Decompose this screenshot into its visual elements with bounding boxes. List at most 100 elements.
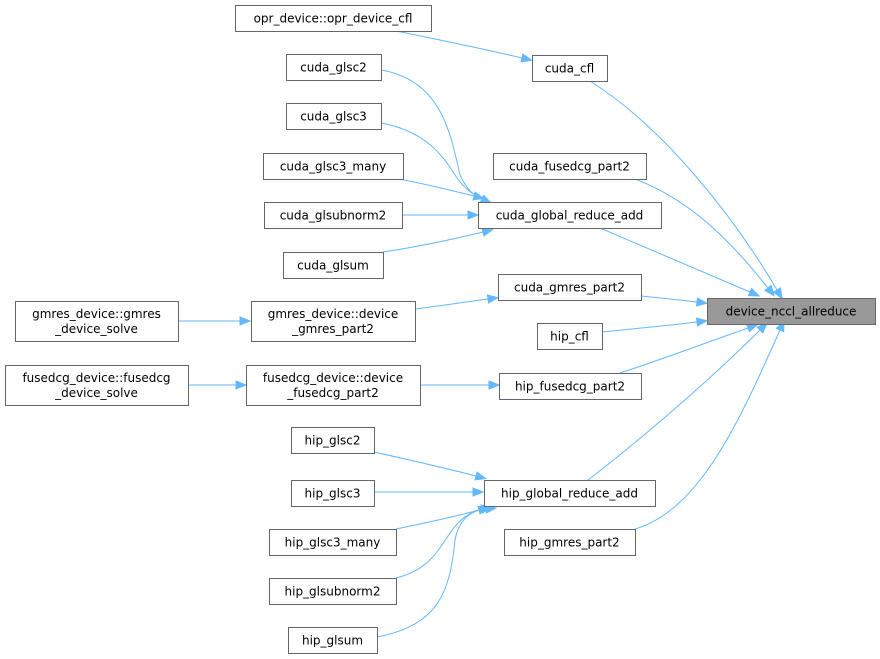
arrowhead-icon: [763, 284, 776, 297]
node-hip-gmres-part2[interactable]: hip_gmres_part2: [504, 529, 636, 556]
node-hip-glsubnorm2[interactable]: hip_glsubnorm2: [269, 578, 397, 605]
arrowhead-icon: [467, 210, 480, 220]
node-label: fusedcg_device::device: [263, 371, 403, 385]
edge-line: [395, 30, 523, 59]
arrowhead-icon: [520, 53, 534, 63]
node-box: [235, 5, 432, 32]
node-hip-fusedcg-part2[interactable]: hip_fusedcg_part2: [499, 373, 642, 400]
node-label: cuda_glsum: [297, 259, 369, 273]
node-label: opr_device::opr_device_cfl: [254, 12, 413, 26]
edge-line: [640, 295, 698, 303]
node-box: [286, 54, 382, 81]
node-label: _device_solve: [54, 322, 138, 336]
edge-hip_gmres_part2-to-root: [634, 319, 785, 530]
node-hip-glsc3[interactable]: hip_glsc3: [291, 480, 375, 507]
edge-hip_glsc2-to-hip_global_reduce_add: [373, 451, 487, 481]
node-cuda-global-reduce-add[interactable]: cuda_global_reduce_add: [478, 202, 662, 229]
edge-cuda_fusedcg_part2-to-root: [634, 178, 776, 297]
node-box: [499, 373, 642, 400]
node-box: [246, 365, 421, 406]
arrowhead-icon: [481, 227, 495, 237]
node-gmres-solve[interactable]: gmres_device::gmres_device_solve: [15, 301, 179, 342]
node-hip-glsc3-many[interactable]: hip_glsc3_many: [269, 529, 397, 556]
arrowhead-icon: [235, 380, 248, 390]
arrowhead-icon: [472, 191, 486, 201]
node-fusedcg-solve[interactable]: fusedcg_device::fusedcg_device_solve: [5, 365, 189, 406]
node-hip-global-reduce-add[interactable]: hip_global_reduce_add: [484, 480, 656, 507]
node-cuda-fusedcg-part2[interactable]: cuda_fusedcg_part2: [493, 153, 647, 180]
edge-line: [634, 178, 769, 289]
node-cuda-cfl[interactable]: cuda_cfl: [532, 55, 608, 82]
node-cuda-glsum[interactable]: cuda_glsum: [283, 252, 384, 279]
node-label: gmres_device::device: [268, 307, 399, 321]
node-box: [498, 274, 642, 301]
node-opr-cfl[interactable]: opr_device::opr_device_cfl: [235, 5, 432, 32]
node-label: hip_gmres_part2: [519, 536, 619, 550]
edge-line: [634, 329, 781, 530]
node-box: [291, 427, 375, 454]
node-label: cuda_glsc3_many: [280, 160, 386, 174]
node-label: gmres_device::gmres: [32, 307, 161, 321]
node-label: _device_solve: [54, 386, 138, 400]
node-label: cuda_cfl: [545, 62, 594, 76]
node-box: [504, 529, 636, 556]
node-box: [484, 480, 656, 507]
node-box: [493, 153, 647, 180]
edge-line: [373, 451, 477, 477]
node-root[interactable]: device_nccl_allreduce: [707, 298, 876, 325]
node-cuda-glsc3-many[interactable]: cuda_glsc3_many: [263, 153, 404, 180]
node-label: hip_fusedcg_part2: [515, 380, 625, 394]
edge-gmres_part2-to-cuda_gmres_part2: [414, 294, 500, 310]
node-box: [283, 252, 384, 279]
edge-cuda_glsubnorm2-to-cuda_global_reduce_add: [402, 210, 480, 220]
node-label: hip_glsc3: [305, 487, 361, 501]
edge-line: [382, 231, 484, 253]
node-fusedcg-part2[interactable]: fusedcg_device::device_fusedcg_part2: [246, 365, 421, 406]
node-cuda-glsubnorm2[interactable]: cuda_glsubnorm2: [264, 202, 403, 229]
edge-cuda_cfl-to-root: [589, 80, 783, 300]
node-hip-cfl[interactable]: hip_cfl: [537, 323, 603, 350]
node-box: [269, 529, 397, 556]
edge-line: [619, 327, 749, 374]
node-label: hip_cfl: [550, 330, 589, 344]
arrowhead-icon: [488, 380, 501, 390]
edge-fusedcg_solve-to-fusedcg_part2: [188, 380, 248, 390]
node-gmres-part2[interactable]: gmres_device::device_gmres_part2: [251, 301, 416, 342]
node-cuda-glsc3[interactable]: cuda_glsc3: [286, 103, 382, 130]
edges-layer: [178, 30, 785, 638]
node-box: [291, 480, 375, 507]
node-box: [707, 298, 876, 325]
edge-hip_glsc3_many-to-hip_global_reduce_add: [395, 505, 490, 530]
edge-cuda_global_reduce_add-to-root: [599, 227, 761, 297]
edge-hip_glsc3-to-hip_global_reduce_add: [373, 487, 485, 497]
node-label: hip_glsc3_many: [285, 536, 381, 550]
arrowhead-icon: [472, 487, 485, 497]
arrowhead-icon: [474, 471, 487, 481]
edge-hip_glsubnorm2-to-hip_global_reduce_add: [395, 504, 493, 579]
edge-line: [589, 80, 778, 291]
node-hip-glsc2[interactable]: hip_glsc2: [291, 427, 375, 454]
arrowhead-icon: [747, 287, 761, 297]
arrowhead-icon: [239, 316, 252, 326]
edge-fusedcg_part2-to-hip_fusedcg_part2: [420, 380, 501, 390]
edge-cuda_glsum-to-cuda_global_reduce_add: [382, 227, 495, 253]
node-label: cuda_glsc2: [300, 61, 367, 75]
node-label: cuda_global_reduce_add: [496, 209, 644, 223]
node-label: fusedcg_device::fusedcg: [22, 371, 170, 385]
node-box: [286, 103, 382, 130]
edge-opr_cfl-to-cuda_cfl: [395, 30, 534, 63]
node-label: cuda_fusedcg_part2: [509, 160, 630, 174]
node-box: [478, 202, 662, 229]
edge-hip_glsum-to-hip_global_reduce_add: [376, 504, 498, 638]
node-label: hip_glsum: [302, 634, 363, 648]
node-label: cuda_gmres_part2: [514, 281, 625, 295]
arrowhead-icon: [745, 323, 759, 333]
arrowhead-icon: [772, 287, 783, 300]
node-box: [537, 323, 603, 350]
node-label: hip_global_reduce_add: [501, 487, 638, 501]
node-cuda-gmres-part2[interactable]: cuda_gmres_part2: [498, 274, 642, 301]
edge-line: [376, 508, 487, 638]
node-cuda-glsc2[interactable]: cuda_glsc2: [286, 54, 382, 81]
node-hip-glsum[interactable]: hip_glsum: [288, 627, 378, 654]
